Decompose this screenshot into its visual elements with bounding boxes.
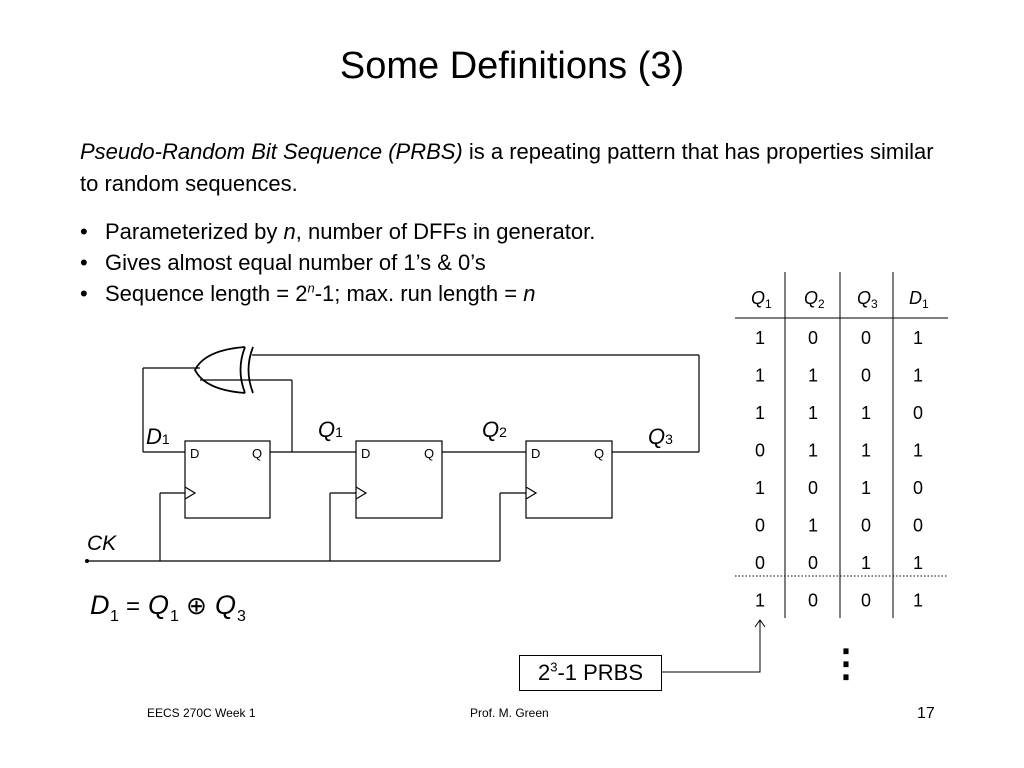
table-cell: 1 [808,441,818,461]
dff-d-pin: D [361,446,370,461]
table-cell: 1 [861,553,871,573]
table-cell: 1 [861,441,871,461]
dff-d-pin: D [531,446,540,461]
table-cell: 1 [808,366,818,386]
table-cell: 1 [755,403,765,423]
table-cell: 0 [755,516,765,536]
page-number: 17 [917,705,935,722]
node-label-q3: Q3 [648,424,673,449]
eq-a: Q [148,590,169,620]
table-header: Q2 [804,288,825,311]
node-label-q2: Q2 [482,417,507,442]
table-cell: 1 [861,478,871,498]
table-cell: 0 [861,591,871,611]
bullet-item: Gives almost equal number of 1’s & 0’s [78,247,595,278]
table-cell: 0 [913,478,923,498]
bullet-item: Sequence length = 2n-1; max. run length … [78,278,595,309]
eq-equals: = [126,593,140,620]
eq-a-sub: 1 [170,608,179,625]
xor-gate [193,346,254,394]
table-header: Q3 [857,288,878,311]
table-cell: 0 [861,366,871,386]
clock-input-node [85,559,89,563]
bullet-list: Parameterized by n, number of DFFs in ge… [78,216,595,309]
table-cell: 1 [808,403,818,423]
table-cell: 0 [808,591,818,611]
eq-lhs: D [90,590,110,620]
xor-equation: D 1 = Q 1 ⊕ Q 3 [90,590,246,625]
bullet-item: Parameterized by n, number of DFFs in ge… [78,216,595,247]
xor-operator-icon: ⊕ [186,592,207,620]
table-cell: 1 [755,328,765,348]
table-cell: 1 [861,403,871,423]
dff-3: D Q [525,440,613,519]
dff-q-pin: Q [424,446,434,461]
table-cell: 1 [913,441,923,461]
dff-d-pin: D [190,446,199,461]
table-header: D1 [909,288,929,311]
slide-title: Some Definitions (3) [339,45,685,87]
dff-q-pin: Q [594,446,604,461]
prbs-term: Pseudo-Random Bit Sequence (PRBS) [80,139,463,164]
clock-triangle-icon [184,486,197,500]
table-cell: 0 [861,328,871,348]
node-label-d1: D1 [146,424,170,449]
prbs-callout: 23-1 PRBS [519,655,662,691]
footer-course: EECS 270C Week 1 [147,706,256,720]
continuation-icon: ⋮ [827,643,865,685]
table-cell: 0 [913,516,923,536]
table-header: Q1 [751,288,772,311]
table-cell: 1 [755,591,765,611]
dff-1: D Q [184,440,271,519]
intro-text: is a repeating pattern that has properti… [80,139,934,196]
table-cell: 1 [808,516,818,536]
intro-paragraph: Pseudo-Random Bit Sequence (PRBS) is a r… [80,136,940,200]
footer-author: Prof. M. Green [470,706,549,720]
table-cell: 1 [913,366,923,386]
state-table: Q1 Q2 Q3 D1 1 0 0 1 1 1 0 1 1 1 1 0 0 1 1 1 1 0 1 0 0 1 0 0 0 0 1 1 1 0 0… [735,272,948,618]
table-cell: 1 [755,478,765,498]
table-cell: 0 [808,553,818,573]
dff-2: D Q [355,440,443,519]
clock-label: CK [87,532,117,555]
eq-b: Q [215,590,236,620]
table-cell: 0 [808,478,818,498]
eq-b-sub: 3 [237,608,246,625]
table-cell: 1 [913,328,923,348]
dff-q-pin: Q [252,446,262,461]
table-cell: 0 [861,516,871,536]
table-cell: 0 [913,403,923,423]
table-cell: 1 [755,366,765,386]
table-cell: 0 [755,441,765,461]
clock-triangle-icon [525,486,538,500]
table-cell: 1 [913,553,923,573]
table-cell: 0 [808,328,818,348]
table-cell: 0 [755,553,765,573]
circuit-wires [87,354,700,562]
callout-arrow [662,619,766,673]
eq-lhs-sub: 1 [110,608,119,625]
table-cell: 1 [913,591,923,611]
clock-triangle-icon [355,486,368,500]
node-label-q1: Q1 [318,417,343,442]
